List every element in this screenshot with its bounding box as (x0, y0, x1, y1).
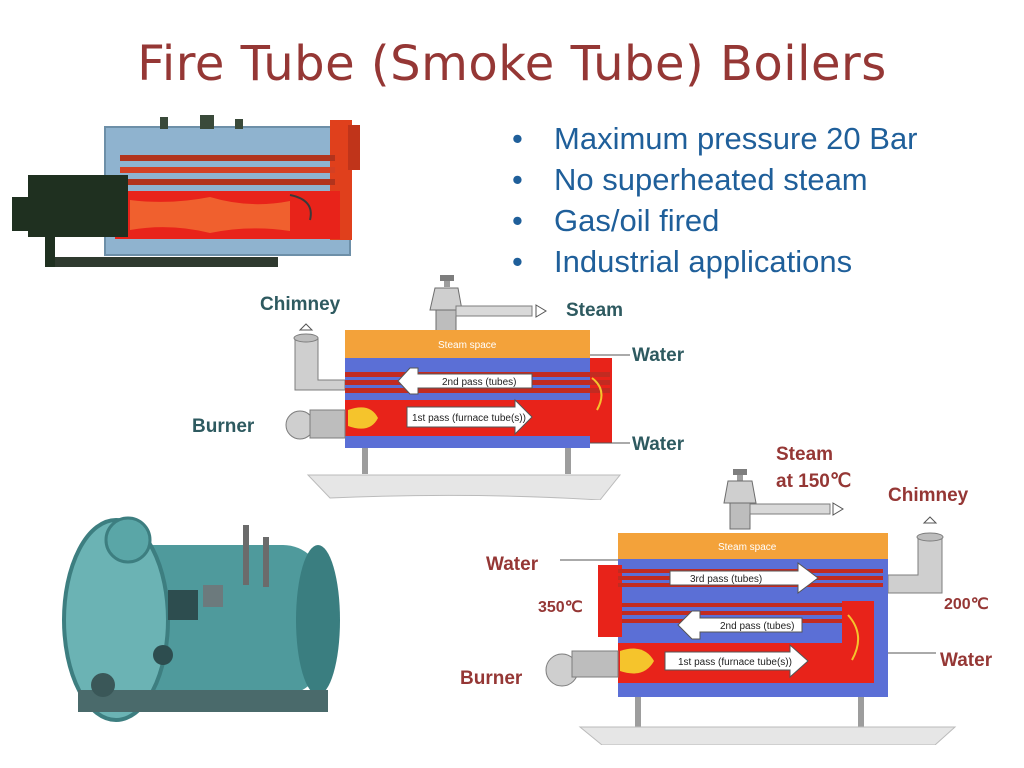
bullet-item: •Gas/oil fired (512, 203, 720, 238)
steam-label: Steam (776, 444, 834, 465)
chimney-label: Chimney (888, 485, 969, 506)
bullet-text: No superheated steam (554, 162, 868, 197)
boiler-cutaway-illustration (10, 105, 370, 275)
three-pass-boiler-diagram: Steam space 3rd pass (tubes) 2nd pass (t… (545, 469, 957, 745)
second-pass-label: 2nd pass (tubes) (442, 377, 517, 388)
outlet-temperature-label: 200℃ (944, 596, 989, 613)
bullet-item: •Maximum pressure 20 Bar (512, 121, 918, 156)
burner-label: Burner (460, 668, 523, 689)
boiler-photo (58, 495, 343, 730)
water-label-right: Water (940, 650, 993, 671)
slide-title: Fire Tube (Smoke Tube) Boilers (137, 36, 887, 92)
bullet-text: Gas/oil fired (554, 203, 720, 238)
inlet-temperature-label: 350℃ (538, 599, 583, 616)
first-pass-label: 1st pass (furnace tube(s)) (412, 413, 526, 424)
water-label-bottom: Water (632, 434, 685, 455)
bullet-text: Maximum pressure 20 Bar (554, 121, 918, 156)
steam-label: Steam (566, 300, 624, 321)
two-pass-boiler-diagram: Steam space 2nd pass (tubes) 1st pass (f… (285, 275, 630, 500)
bullet-text: Industrial applications (554, 244, 853, 279)
second-pass-label: 2nd pass (tubes) (720, 621, 795, 632)
chimney-label: Chimney (260, 294, 341, 315)
water-label-top: Water (632, 345, 685, 366)
first-pass-label: 1st pass (furnace tube(s)) (678, 657, 792, 668)
steam-space-label: Steam space (718, 542, 777, 553)
steam-temperature-label: at 150℃ (776, 471, 852, 492)
third-pass-label: 3rd pass (tubes) (690, 574, 762, 585)
water-label-left: Water (486, 554, 539, 575)
bullet-item: •No superheated steam (512, 162, 868, 197)
burner-label: Burner (192, 416, 255, 437)
bullet-item: •Industrial applications (512, 244, 853, 279)
steam-space-label: Steam space (438, 340, 497, 351)
bullet-list: •Maximum pressure 20 Bar •No superheated… (512, 118, 918, 282)
